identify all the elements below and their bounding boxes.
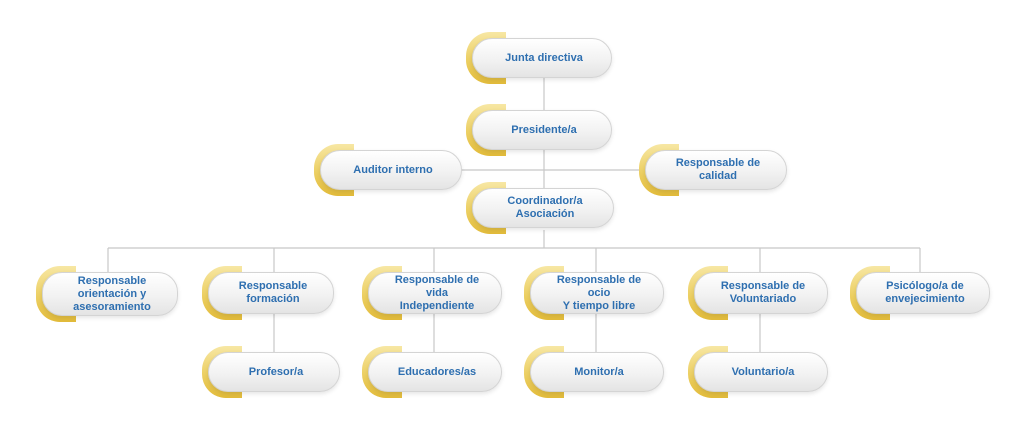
node-educadores: Educadores/as [362,346,502,398]
node-label: Responsable de vida Independiente [394,273,480,312]
node-coordinador: Coordinador/a Asociación [466,182,614,234]
node-responsable-calidad: Responsable de calidad [639,144,787,196]
node-responsable-formacion: Responsable formación [202,266,334,320]
node-label: Auditor interno [353,163,433,176]
node-responsable-orientacion: Responsable orientación y asesoramiento [36,266,178,322]
node-label: Psicólogo/a de envejecimiento [885,280,965,305]
node-label: Responsable de ocio Y tiempo libre [556,273,642,312]
node-label: Responsable orientación y asesoramiento [73,274,151,313]
node-voluntario: Voluntario/a [688,346,828,398]
node-responsable-vida-independiente: Responsable de vida Independiente [362,266,502,320]
node-psicologo: Psicólogo/a de envejecimiento [850,266,990,320]
node-label: Monitor/a [574,365,624,378]
node-label: Educadores/as [397,365,477,378]
node-auditor-interno: Auditor interno [314,144,462,196]
node-label: Responsable formación [238,280,308,305]
node-label: Junta directiva [505,51,583,64]
node-presidente: Presidente/a [466,104,612,156]
node-label: Coordinador/a Asociación [507,195,583,220]
node-label: Responsable de calidad [675,157,761,182]
node-responsable-voluntariado: Responsable de Voluntariado [688,266,828,320]
node-responsable-ocio: Responsable de ocio Y tiempo libre [524,266,664,320]
node-label: Presidente/a [511,123,577,136]
node-label: Responsable de Voluntariado [720,280,806,305]
node-monitor: Monitor/a [524,346,664,398]
node-profesor: Profesor/a [202,346,340,398]
node-label: Profesor/a [248,365,304,378]
node-junta-directiva: Junta directiva [466,32,612,84]
node-label: Voluntario/a [731,365,795,378]
